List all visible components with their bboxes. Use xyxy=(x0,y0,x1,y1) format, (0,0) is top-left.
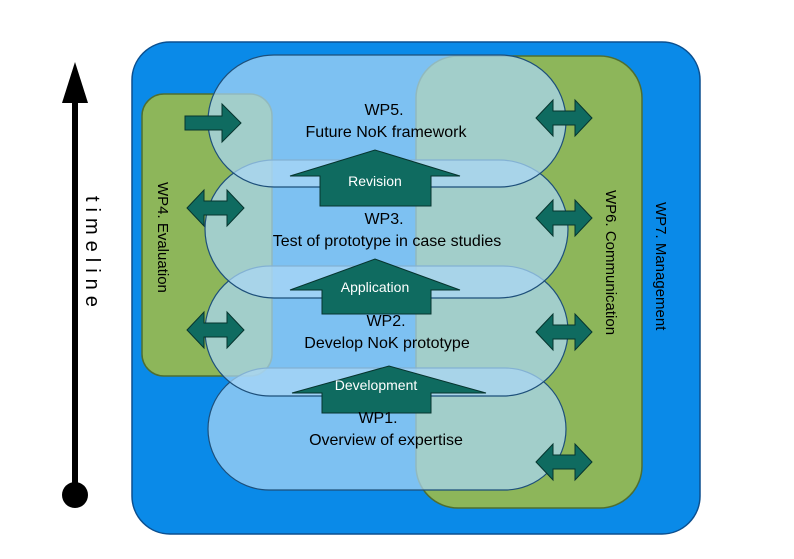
wp6-wp5-double-arrow xyxy=(535,98,593,138)
wp1-code: WP1. xyxy=(358,410,397,427)
development-label: Development xyxy=(335,377,418,393)
revision-arrow xyxy=(289,149,461,207)
wp1-title: Overview of expertise xyxy=(309,432,463,449)
revision-label: Revision xyxy=(348,173,402,189)
application-label: Application xyxy=(341,279,410,295)
wp2-code: WP2. xyxy=(366,313,405,330)
wp6-wp3-double-arrow xyxy=(535,198,593,238)
wp4-label: WP4. Evaluation xyxy=(154,182,171,293)
application-arrow xyxy=(289,258,461,315)
wp6-wp1-double-arrow xyxy=(535,442,593,482)
wp4-wp2-double-arrow xyxy=(186,310,245,350)
wp7-label: WP7. Management xyxy=(652,202,669,331)
wp4-to-wp5-arrow xyxy=(184,102,242,144)
wp6-wp2-double-arrow xyxy=(535,312,593,352)
timeline-label: timeline xyxy=(81,196,103,313)
wp6-label: WP6. Communication xyxy=(602,190,619,335)
development-arrow xyxy=(291,365,487,414)
wp5-title: Future NoK framework xyxy=(306,124,468,141)
wp2-title: Develop NoK prototype xyxy=(304,335,470,352)
wp3-title: Test of prototype in case studies xyxy=(273,233,502,250)
timeline-arrow xyxy=(62,62,88,508)
wp3-code: WP3. xyxy=(364,211,403,228)
wp5-code: WP5. xyxy=(364,102,403,119)
wp4-wp3-double-arrow xyxy=(186,188,245,228)
